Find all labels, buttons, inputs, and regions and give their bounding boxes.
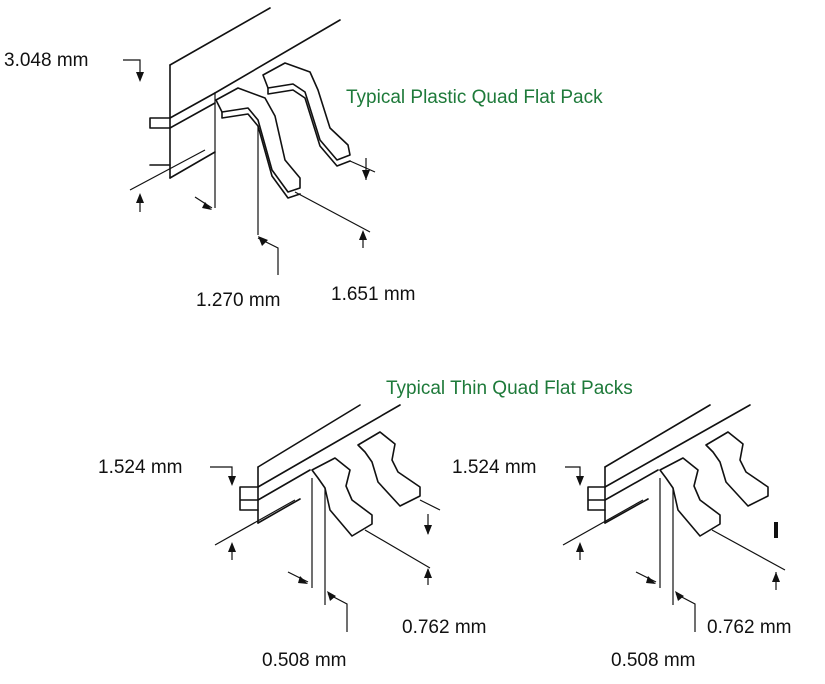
tqfp-right-length-arrow bbox=[772, 572, 780, 582]
pqfp-body-top-edge bbox=[169, 7, 271, 66]
tqfp-left-length-arrow bbox=[424, 568, 432, 578]
pqfp-lead-1 bbox=[215, 87, 301, 193]
tqfp-right-body-layers bbox=[587, 486, 606, 511]
pqfp-lead-2 bbox=[262, 62, 351, 161]
tqfp-left-body-height-label: 1.524 mm bbox=[98, 457, 183, 478]
pqfp-body-seam bbox=[169, 92, 216, 129]
tqfp-left-lead-pitch-label: 0.508 mm bbox=[262, 650, 347, 671]
tqfp-right-height-arrow-bottom bbox=[576, 542, 584, 552]
tqfp-right-body-seams bbox=[604, 456, 659, 524]
pqfp-body-seam-back bbox=[214, 19, 341, 94]
tqfp-left-body-seams bbox=[257, 456, 311, 524]
tqfp-left-ext-length bbox=[364, 499, 441, 569]
tqfp-left-body-layers bbox=[239, 486, 259, 511]
pqfp-height-leader bbox=[123, 59, 141, 80]
tqfp-right-lead-1 bbox=[659, 457, 721, 537]
tqfp-left-lead-2 bbox=[357, 431, 421, 507]
tqfp-left-body-top-edge bbox=[257, 404, 361, 468]
pqfp-lead-length-label: 1.651 mm bbox=[331, 284, 416, 305]
tqfp-right-length-top-marker bbox=[774, 522, 778, 538]
tqfp-left-height-arrow-top bbox=[228, 476, 236, 486]
pqfp-pitch-leader-b bbox=[257, 237, 279, 275]
pqfp-ext-line-base bbox=[129, 149, 206, 191]
tqfp-right-ext-base bbox=[562, 499, 644, 546]
pqfp-height-arrow-bottom bbox=[136, 193, 144, 203]
pqfp-body-height-label: 3.048 mm bbox=[4, 50, 89, 71]
pqfp-ext-line-length-top bbox=[349, 160, 376, 173]
tqfp-right-body-height-label: 1.524 mm bbox=[452, 457, 537, 478]
tqfp-left-pitch-arrow-b bbox=[327, 591, 336, 601]
tqfp-left-body-seam-back bbox=[309, 404, 401, 458]
tqfp-right-ext-length bbox=[711, 529, 786, 571]
pqfp-body-layers bbox=[149, 117, 171, 166]
tqfp-right-lead-pitch-label: 0.508 mm bbox=[611, 650, 696, 671]
pqfp-pitch-arrow-b bbox=[258, 236, 268, 246]
tqfp-left-ext-base bbox=[214, 499, 296, 546]
pqfp-ext-line-length bbox=[294, 191, 371, 233]
tqfp-right-lead-2 bbox=[705, 431, 769, 507]
tqfp-left-drawing bbox=[210, 404, 441, 632]
tqfp-right-pitch-arrow-a bbox=[646, 576, 656, 584]
tqfp-right-drawing bbox=[562, 404, 786, 632]
tqfp-left-lead-length-label: 0.762 mm bbox=[402, 617, 487, 638]
tqfp-right-height-arrow-top bbox=[576, 476, 584, 486]
pqfp-body-bottom-edge bbox=[169, 151, 216, 179]
tqfp-right-height-leader bbox=[565, 466, 581, 480]
tqfp-right-pitch-tick bbox=[635, 571, 657, 583]
pqfp-length-arrow bbox=[359, 230, 367, 240]
tqfp-right-body-top-edge bbox=[604, 404, 711, 468]
tqfp-left-length-top-arrow bbox=[424, 525, 432, 535]
pqfp-pitch-tick-a bbox=[194, 196, 213, 209]
pqfp-height-arrow-top bbox=[136, 72, 144, 82]
tqfp-right-lead-length-label: 0.762 mm bbox=[707, 617, 792, 638]
pqfp-lead-2-side bbox=[267, 87, 351, 167]
tqfp-left-height-leader bbox=[210, 466, 233, 480]
tqfp-group-title: Typical Thin Quad Flat Packs bbox=[386, 378, 633, 399]
tqfp-left-pitch-arrow-a bbox=[298, 576, 308, 584]
tqfp-right-ext-pitch bbox=[659, 478, 674, 605]
tqfp-left-ext-pitch bbox=[311, 478, 326, 605]
pqfp-pitch-arrow-a bbox=[202, 202, 212, 210]
tqfp-right-pitch-arrow-b bbox=[675, 591, 684, 601]
pqfp-length-top-arrow bbox=[362, 170, 370, 180]
pqfp-title: Typical Plastic Quad Flat Pack bbox=[346, 87, 603, 108]
pqfp-lead-pitch-label: 1.270 mm bbox=[196, 290, 281, 311]
tqfp-left-lead-1 bbox=[311, 457, 373, 537]
tqfp-left-pitch-tick bbox=[287, 571, 309, 583]
tqfp-right-body-seam-back bbox=[657, 404, 751, 458]
pqfp-drawing bbox=[123, 7, 376, 275]
tqfp-left-height-arrow-bottom bbox=[228, 542, 236, 552]
